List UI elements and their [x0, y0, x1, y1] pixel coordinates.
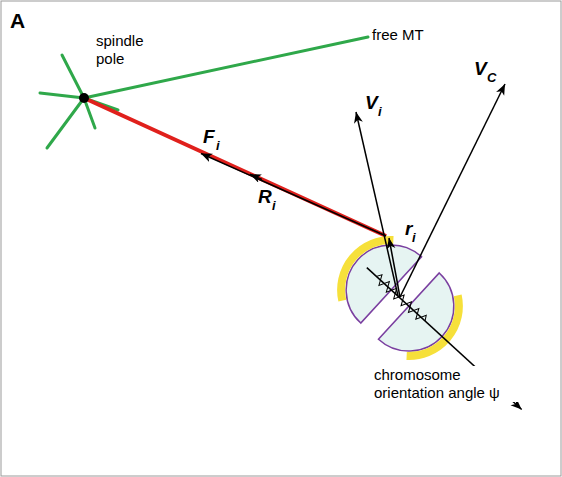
microtubules: [40, 37, 368, 148]
panel-letter: A: [10, 8, 25, 33]
part-name: free MT: [372, 26, 424, 44]
vector-subscript: i: [412, 230, 416, 246]
spindle-pole-dot: [79, 93, 89, 103]
axis-label: chromosome orientation angle ψ: [372, 366, 518, 402]
vector-symbol: V: [365, 92, 378, 115]
vector-symbol: V: [474, 58, 487, 81]
vector-subscript: i: [272, 198, 276, 214]
vector-subscript: i: [216, 138, 220, 154]
vector-subscript: C: [487, 70, 496, 86]
part-name: spindle pole: [96, 32, 158, 68]
bound-microtubule: [84, 98, 386, 236]
vector-subscript: i: [378, 104, 382, 120]
vector-symbol: F: [203, 126, 215, 149]
chromosome: [324, 223, 552, 443]
vectors: [201, 84, 505, 297]
vector-symbol: r: [405, 218, 412, 241]
vector-symbol: R: [258, 186, 272, 209]
